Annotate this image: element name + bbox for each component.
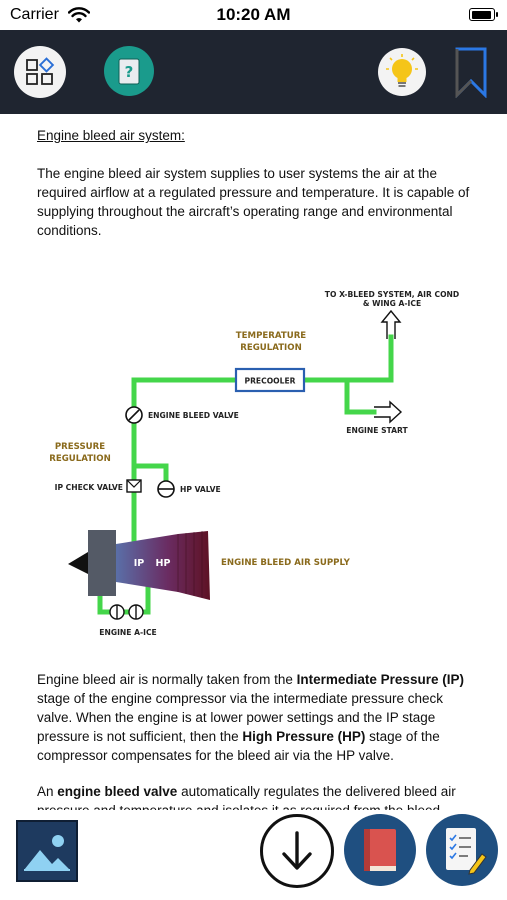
bleed-valve-paragraph: An engine bleed valve automatically regu… <box>37 782 477 810</box>
hint-button[interactable] <box>378 48 426 96</box>
help-mark: ? <box>125 63 134 81</box>
right-arrow-icon <box>374 400 403 424</box>
engine-anti-ice-valve-icon <box>109 604 125 620</box>
book-icon <box>364 829 396 871</box>
hp-valve-icon <box>157 480 175 498</box>
question-card-icon: ? <box>118 58 140 85</box>
battery-icon <box>469 8 498 21</box>
bleed-air-diagram: TO X-BLEED SYSTEM, AIR COND & WING A-ICE… <box>49 290 459 637</box>
label-pressure-regulation-1: PRESSURE <box>55 442 105 452</box>
section-title: Engine bleed air system: <box>37 128 185 143</box>
image-gallery-icon <box>24 835 70 871</box>
glossary-book-button[interactable] <box>344 814 416 886</box>
ip-hp-paragraph: Engine bleed air is normally taken from … <box>37 670 477 765</box>
precooler-label: PRECOOLER <box>245 377 296 386</box>
p2-bold-hp: High Pressure (HP) <box>242 729 366 744</box>
lesson-content: Engine bleed air system: The engine blee… <box>0 114 507 810</box>
download-arrow-icon <box>282 831 312 870</box>
precooler-box: PRECOOLER <box>234 367 306 393</box>
grid-menu-icon <box>26 57 55 85</box>
label-temperature-regulation-2: REGULATION <box>240 343 302 353</box>
label-engine-bleed-air-supply: ENGINE BLEED AIR SUPPLY <box>221 558 351 568</box>
p3-text-1: An <box>37 784 58 799</box>
status-time: 10:20 AM <box>216 5 291 24</box>
p2-bold-ip: Intermediate Pressure (IP) <box>296 672 464 687</box>
bookmark-icon <box>455 47 487 98</box>
label-temperature-regulation-1: TEMPERATURE <box>236 331 307 341</box>
lightbulb-icon <box>386 54 418 87</box>
engine-hp-label: HP <box>156 558 171 569</box>
up-arrow-icon <box>380 309 402 339</box>
label-engine-anti-ice: ENGINE A-ICE <box>99 628 156 637</box>
label-ip-check-valve: IP CHECK VALVE <box>55 483 123 492</box>
help-button[interactable]: ? <box>104 46 154 96</box>
download-button[interactable] <box>260 814 334 888</box>
checklist-notes-icon <box>446 828 487 875</box>
label-to-xbleed-2: & WING A-ICE <box>363 299 421 308</box>
label-to-xbleed-1: TO X-BLEED SYSTEM, AIR COND <box>325 290 459 299</box>
label-engine-start: ENGINE START <box>346 426 408 435</box>
status-bar: Carrier 10:20 AM <box>0 0 507 30</box>
menu-button[interactable] <box>14 46 66 98</box>
p3-text-2: automatically regulates the delivered bl… <box>37 784 456 810</box>
engine-anti-ice-valve-icon <box>128 604 144 620</box>
p2-text-3: stage of the compressor compensates for … <box>37 729 440 763</box>
p2-text-1: Engine bleed air is normally taken from … <box>37 672 297 687</box>
intro-paragraph: The engine bleed air system supplies to … <box>37 166 470 238</box>
p3-bold-bleed-valve: engine bleed valve <box>57 784 178 799</box>
engine-graphic: IP HP <box>68 530 210 600</box>
bookmark-button[interactable] <box>454 46 488 98</box>
carrier-label: Carrier <box>10 6 59 23</box>
top-toolbar: ? <box>0 30 507 114</box>
label-hp-valve: HP VALVE <box>180 485 221 494</box>
notes-button[interactable] <box>426 814 498 886</box>
ip-check-valve-icon <box>126 479 142 493</box>
engine-bleed-valve-icon <box>125 406 143 424</box>
p2-text-2: stage of the engine compressor via the i… <box>37 691 443 744</box>
engine-ip-label: IP <box>134 558 145 569</box>
label-pressure-regulation-2: REGULATION <box>49 454 111 464</box>
wifi-icon <box>68 7 90 23</box>
label-engine-bleed-valve: ENGINE BLEED VALVE <box>148 411 239 420</box>
bottom-bar <box>0 810 507 900</box>
image-gallery-button[interactable] <box>16 820 78 882</box>
